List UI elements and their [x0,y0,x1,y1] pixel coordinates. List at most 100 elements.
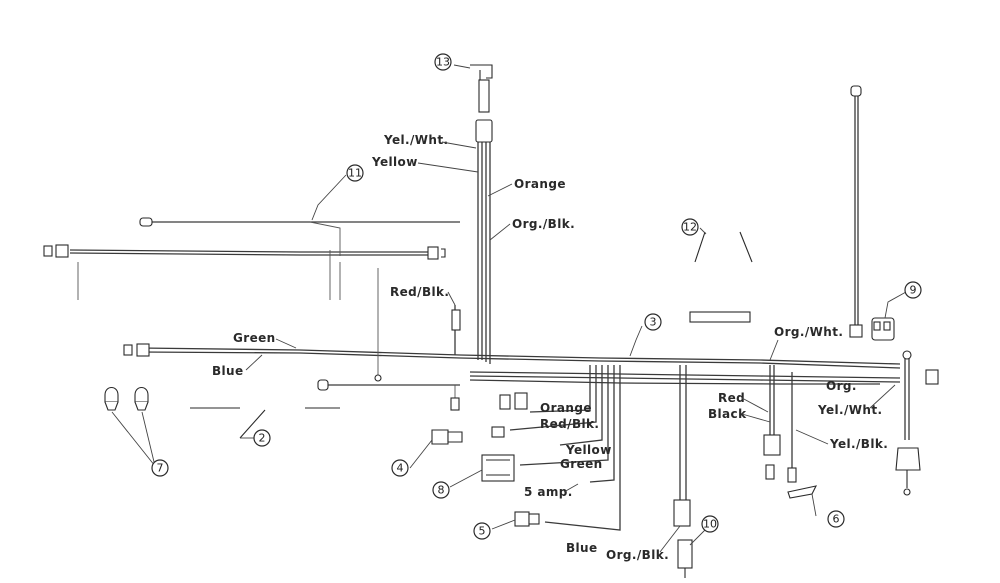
leader-3-top [629,325,643,357]
leader-5 [491,519,516,530]
headlight-harness [43,217,460,382]
ignition-wire-top [902,350,912,360]
label-org-wht: Org./Wht. [774,325,843,339]
label-blue-left: Blue [212,364,244,378]
leader-yel-wht-top [441,141,477,149]
callout-7: 7 [151,459,169,477]
leader-org-blk-bottom [659,525,681,553]
wire-labels: Yel./Wht. Yellow Orange Org./Blk. Red/Bl… [212,133,896,562]
label-org-blk-bottom: Org./Blk. [606,548,669,562]
leader-7 [111,411,156,467]
part-5-solenoid [514,511,530,527]
leader-five-amp [563,483,579,493]
part-6-terminal [787,485,818,499]
label-yellow-mid: Yellow [565,443,612,457]
part-7-lamp-b [134,386,149,403]
leader-red-right [741,397,769,413]
callout-2: 2 [253,429,271,447]
part-3-box-lines [486,459,510,476]
part-9-terminal-b [883,321,891,331]
callout-12: 12 [681,218,699,236]
leader-10 [689,529,706,546]
label-orange-top: Orange [514,177,566,191]
part-13-body [478,79,490,113]
svg-text:10: 10 [703,518,717,531]
callout-10: 10 [701,515,719,533]
lower-trunk-wire-2 [469,375,901,383]
red-blk-connector [451,309,461,331]
drop-wire-d-end [374,374,382,382]
label-yel-blk: Yel./Blk. [829,437,888,451]
callout-4: 4 [391,459,409,477]
callout-3-top: 3 [644,313,662,331]
label-blue-bottom: Blue [566,541,598,555]
callout-8: 8 [432,481,450,499]
label-yellow-top: Yellow [371,155,418,169]
leader-12 [699,227,707,235]
plug-b [514,392,528,410]
main-harness [123,64,901,385]
leader-yel-wht-right [869,384,896,409]
left-connector [123,344,133,356]
right-end-connector [925,369,939,385]
upper-wire-end [139,217,153,227]
branch-455-plug [450,397,460,411]
ignition-switch [895,447,921,471]
branch-orange [529,365,591,413]
leader-9 [884,291,907,319]
part-4-switch [431,429,449,445]
leader-yellow-top [417,162,479,173]
leader-yel-blk [795,429,829,445]
svg-text:6: 6 [833,513,840,526]
label-org-blk-top: Org./Blk. [512,217,575,231]
label-yel-wht-right: Yel./Wht. [817,403,882,417]
svg-text:5: 5 [479,525,486,538]
leader-org-blk-top [489,223,511,241]
callout-5: 5 [473,522,491,540]
part-3-box [481,454,515,482]
right-riser-connector [849,324,863,338]
part-2-wire-pieces [190,407,266,439]
part-4-switch-tab [447,431,463,443]
part-13-bracket [470,64,493,80]
label-red-blk-mid: Red/Blk. [540,417,599,431]
lower-trunk-wire-3 [469,379,880,385]
label-five-amp: 5 amp. [524,485,573,499]
plug-c [491,426,505,438]
leader-13 [453,64,471,69]
plug-a [499,394,511,410]
yel-blk-end [787,467,797,483]
leader-org-wht [769,339,779,361]
label-orange-mid: Orange [540,401,592,415]
lower-branches [317,365,691,531]
leader-11 [311,174,347,221]
red-black-connector [763,434,781,456]
leader-6 [811,493,817,517]
leader-orange-top [487,183,513,197]
label-red-right: Red [718,391,745,405]
svg-text:7: 7 [157,462,164,475]
label-green-left: Green [233,331,276,345]
part-9-relay [871,317,895,341]
part-7-lamp-a [104,386,119,403]
right-plug-tip [441,248,446,258]
riser-connector [475,119,493,143]
label-red-blk-top: Red/Blk. [390,285,449,299]
left-plug [43,245,53,257]
upper-wire-long [69,249,430,253]
part-10-sensor [677,539,693,569]
part-12-clips [694,231,753,263]
red-blk-branch [451,305,461,355]
right-side [689,85,939,499]
svg-text:8: 8 [438,484,445,497]
branch-left-low-end [317,379,329,391]
svg-text:13: 13 [436,56,450,69]
branch-red-blk [509,365,597,431]
leader-4 [409,439,433,469]
main-trunk-wire [139,347,901,365]
branch-blue [544,365,621,531]
callout-6: 6 [827,510,845,528]
leader-8 [449,469,483,488]
